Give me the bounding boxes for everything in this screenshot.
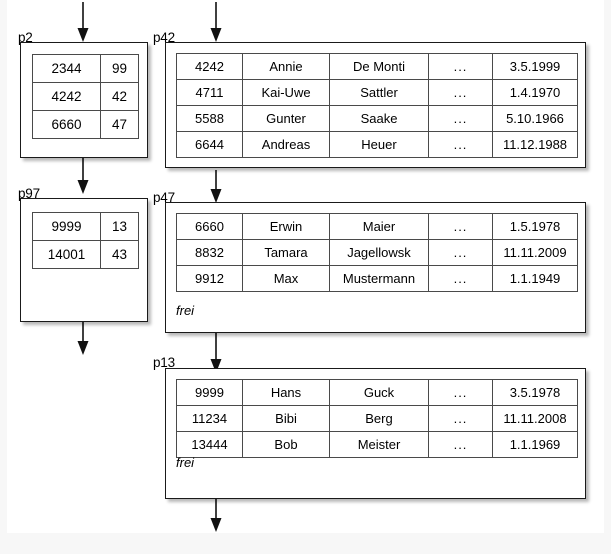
cell-ptr: 13 bbox=[100, 212, 139, 241]
table-row[interactable]: 14001 43 bbox=[32, 240, 139, 269]
page-label-p47: p47 bbox=[153, 190, 175, 205]
cell-last: Meister bbox=[329, 431, 429, 458]
cell-ptr: 43 bbox=[100, 240, 139, 269]
cell-id: 4711 bbox=[176, 79, 243, 106]
cell-id: 6644 bbox=[176, 131, 243, 158]
cell-more: ... bbox=[428, 79, 493, 106]
cell-key: 6660 bbox=[32, 110, 101, 139]
table-row[interactable]: 11234 Bibi Berg ... 11.11.2008 bbox=[176, 405, 578, 432]
cell-id: 5588 bbox=[176, 105, 243, 132]
cell-date: 5.10.1966 bbox=[492, 105, 578, 132]
table-row[interactable]: 5588 Gunter Saake ... 5.10.1966 bbox=[176, 105, 578, 132]
table-row[interactable]: 2344 99 bbox=[32, 54, 139, 83]
table-row[interactable]: 9999 Hans Guck ... 3.5.1978 bbox=[176, 379, 578, 406]
table-row[interactable]: 4242 Annie De Monti ... 3.5.1999 bbox=[176, 53, 578, 80]
arrow-p2-to-p97 bbox=[77, 155, 89, 194]
free-space-label-p13: frei bbox=[176, 455, 195, 470]
cell-key: 4242 bbox=[32, 82, 101, 111]
cell-date: 1.1.1969 bbox=[492, 431, 578, 458]
cell-first: Erwin bbox=[242, 213, 330, 240]
cell-more: ... bbox=[428, 431, 493, 458]
cell-date: 3.5.1978 bbox=[492, 379, 578, 406]
page-label-p97: p97 bbox=[18, 186, 40, 201]
cell-ptr: 42 bbox=[100, 82, 139, 111]
table-row[interactable]: 4242 42 bbox=[32, 82, 139, 111]
cell-first: Andreas bbox=[242, 131, 330, 158]
cell-key: 14001 bbox=[32, 240, 101, 269]
cell-key: 2344 bbox=[32, 54, 101, 83]
cell-last: Sattler bbox=[329, 79, 429, 106]
cell-id: 6660 bbox=[176, 213, 243, 240]
cell-last: Berg bbox=[329, 405, 429, 432]
cell-more: ... bbox=[428, 213, 493, 240]
cell-last: Maier bbox=[329, 213, 429, 240]
arrow-into-p42 bbox=[210, 2, 222, 42]
table-row[interactable]: 6660 Erwin Maier ... 1.5.1978 bbox=[176, 213, 578, 240]
cell-last: Jagellowsk bbox=[329, 239, 429, 266]
cell-id: 13444 bbox=[176, 431, 243, 458]
table-row[interactable]: 4711 Kai-Uwe Sattler ... 1.4.1970 bbox=[176, 79, 578, 106]
cell-more: ... bbox=[428, 379, 493, 406]
arrow-into-p2 bbox=[77, 2, 89, 42]
cell-first: Kai-Uwe bbox=[242, 79, 330, 106]
cell-ptr: 47 bbox=[100, 110, 139, 139]
table-row[interactable]: 6644 Andreas Heuer ... 11.12.1988 bbox=[176, 131, 578, 158]
cell-date: 3.5.1999 bbox=[492, 53, 578, 80]
record-table-p97: 9999 13 14001 43 bbox=[32, 212, 139, 269]
cell-first: Max bbox=[242, 265, 330, 292]
cell-more: ... bbox=[428, 105, 493, 132]
cell-id: 9912 bbox=[176, 265, 243, 292]
table-row[interactable]: 9999 13 bbox=[32, 212, 139, 241]
cell-more: ... bbox=[428, 53, 493, 80]
cell-first: Bob bbox=[242, 431, 330, 458]
cell-first: Hans bbox=[242, 379, 330, 406]
cell-last: Mustermann bbox=[329, 265, 429, 292]
free-space-label-p47: frei bbox=[176, 303, 195, 318]
cell-more: ... bbox=[428, 131, 493, 158]
cell-last: Guck bbox=[329, 379, 429, 406]
cell-id: 9999 bbox=[176, 379, 243, 406]
arrow-p47-to-p13 bbox=[210, 330, 222, 373]
page-label-p13: p13 bbox=[153, 355, 175, 370]
table-row[interactable]: 13444 Bob Meister ... 1.1.1969 bbox=[176, 431, 578, 458]
record-table-p47: 6660 Erwin Maier ... 1.5.1978 8832 Tamar… bbox=[176, 213, 578, 292]
cell-date: 11.11.2008 bbox=[492, 405, 578, 432]
cell-first: Tamara bbox=[242, 239, 330, 266]
cell-key: 9999 bbox=[32, 212, 101, 241]
arrow-out-of-p13 bbox=[210, 495, 222, 532]
cell-date: 1.4.1970 bbox=[492, 79, 578, 106]
cell-first: Bibi bbox=[242, 405, 330, 432]
cell-first: Gunter bbox=[242, 105, 330, 132]
cell-id: 8832 bbox=[176, 239, 243, 266]
page-label-p42: p42 bbox=[153, 30, 175, 45]
record-table-p13: 9999 Hans Guck ... 3.5.1978 11234 Bibi B… bbox=[176, 379, 578, 458]
record-table-p42: 4242 Annie De Monti ... 3.5.1999 4711 Ka… bbox=[176, 53, 578, 158]
cell-date: 1.1.1949 bbox=[492, 265, 578, 292]
cell-first: Annie bbox=[242, 53, 330, 80]
record-table-p2: 2344 99 4242 42 6660 47 bbox=[32, 54, 139, 139]
cell-ptr: 99 bbox=[100, 54, 139, 83]
arrow-out-of-p97 bbox=[77, 320, 89, 355]
cell-more: ... bbox=[428, 265, 493, 292]
cell-last: Heuer bbox=[329, 131, 429, 158]
page-label-p2: p2 bbox=[18, 30, 33, 45]
cell-date: 1.5.1978 bbox=[492, 213, 578, 240]
arrow-p42-to-p47 bbox=[210, 170, 222, 203]
cell-more: ... bbox=[428, 239, 493, 266]
cell-more: ... bbox=[428, 405, 493, 432]
cell-last: De Monti bbox=[329, 53, 429, 80]
cell-last: Saake bbox=[329, 105, 429, 132]
cell-date: 11.12.1988 bbox=[492, 131, 578, 158]
table-row[interactable]: 8832 Tamara Jagellowsk ... 11.11.2009 bbox=[176, 239, 578, 266]
table-row[interactable]: 6660 47 bbox=[32, 110, 139, 139]
cell-date: 11.11.2009 bbox=[492, 239, 578, 266]
table-row[interactable]: 9912 Max Mustermann ... 1.1.1949 bbox=[176, 265, 578, 292]
cell-id: 4242 bbox=[176, 53, 243, 80]
cell-id: 11234 bbox=[176, 405, 243, 432]
